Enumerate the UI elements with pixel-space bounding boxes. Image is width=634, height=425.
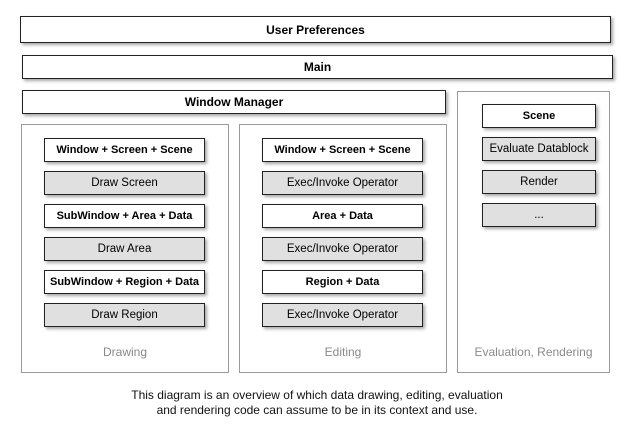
evaluation-evaluate-datablock: Evaluate Datablock <box>482 137 596 161</box>
caption-line-1: This diagram is an overview of which dat… <box>131 388 503 402</box>
editing-window-screen-scene: Window + Screen + Scene <box>262 138 423 162</box>
user-preferences-bar: User Preferences <box>20 16 611 43</box>
drawing-window-screen-scene: Window + Screen + Scene <box>44 138 205 162</box>
window-manager-bar: Window Manager <box>22 90 446 114</box>
drawing-draw-screen: Draw Screen <box>44 171 205 195</box>
editing-region-data: Region + Data <box>262 270 423 294</box>
drawing-draw-region: Draw Region <box>44 303 205 327</box>
caption-line-2: and rendering code can assume to be in i… <box>156 403 478 417</box>
evaluation-panel <box>457 91 610 373</box>
drawing-panel-label: Drawing <box>102 345 147 359</box>
main-bar: Main <box>22 55 613 79</box>
editing-panel-label: Editing <box>324 345 362 359</box>
drawing-subwindow-area-data: SubWindow + Area + Data <box>44 204 205 228</box>
editing-exec-invoke-operator-1: Exec/Invoke Operator <box>262 171 423 195</box>
editing-exec-invoke-operator-2: Exec/Invoke Operator <box>262 237 423 261</box>
editing-area-data: Area + Data <box>262 204 423 228</box>
editing-exec-invoke-operator-3: Exec/Invoke Operator <box>262 303 423 327</box>
evaluation-ellipsis: ... <box>482 203 596 227</box>
evaluation-render: Render <box>482 170 596 194</box>
drawing-subwindow-region-data: SubWindow + Region + Data <box>44 270 205 294</box>
evaluation-scene: Scene <box>482 104 596 128</box>
evaluation-panel-label: Evaluation, Rendering <box>474 345 593 359</box>
drawing-draw-area: Draw Area <box>44 237 205 261</box>
